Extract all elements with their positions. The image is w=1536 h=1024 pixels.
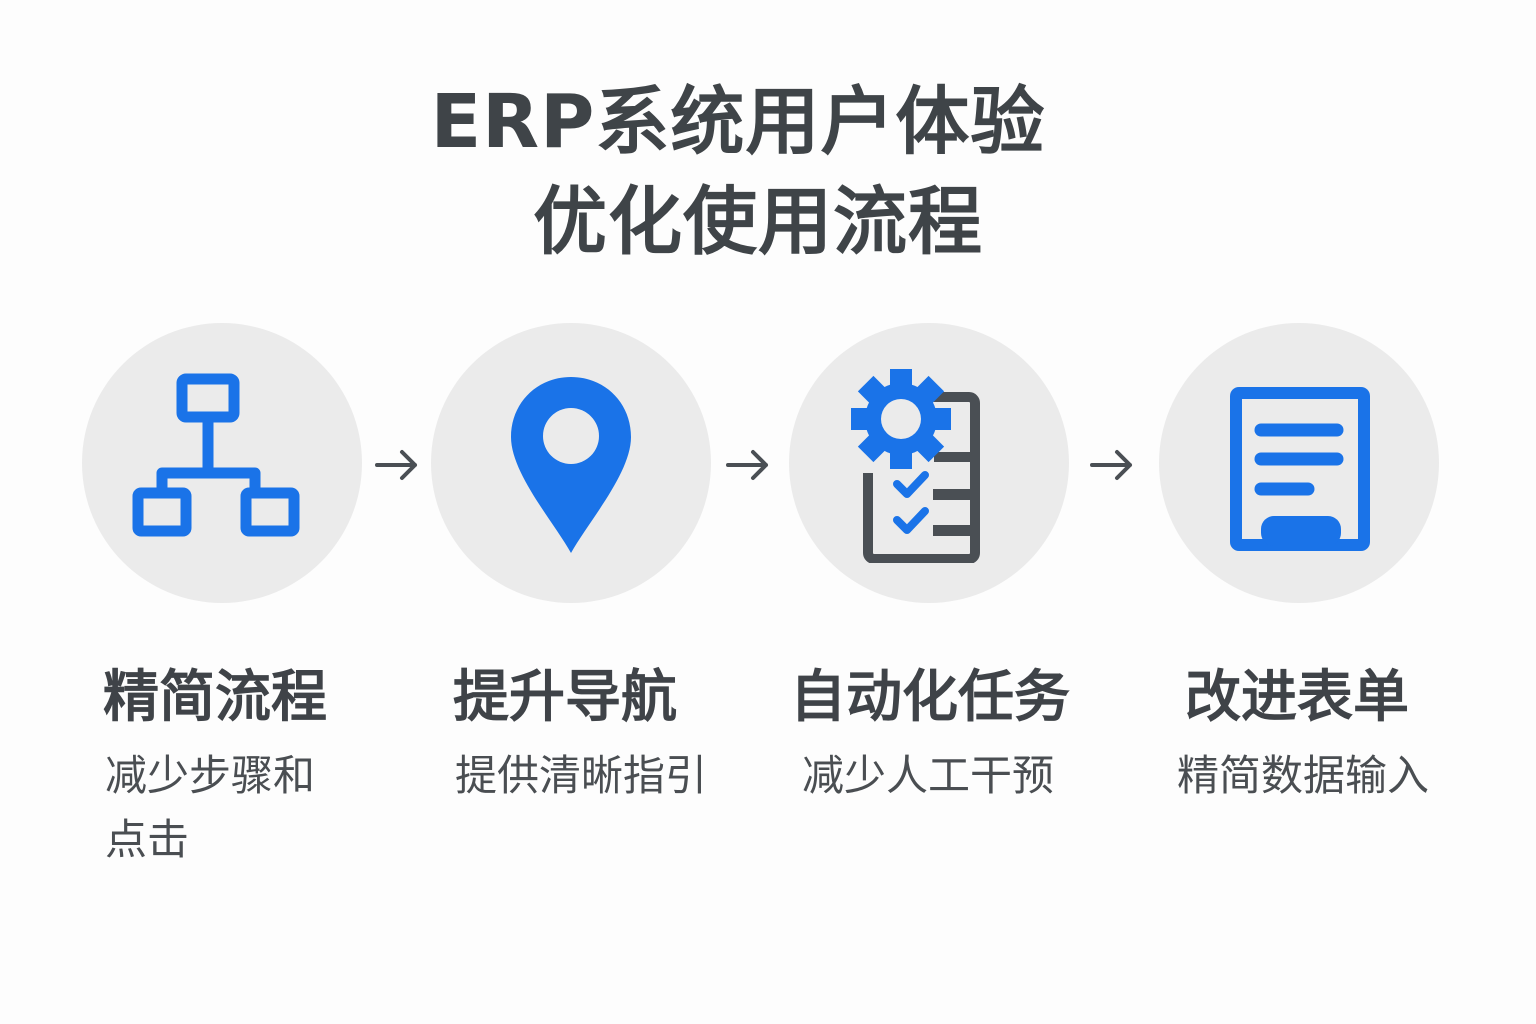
step-4-circle	[1159, 323, 1439, 603]
step-1-title: 精简流程	[103, 665, 327, 730]
location-pin-icon	[511, 377, 631, 553]
step-4-description: 精简数据输入	[1177, 751, 1430, 800]
step-1-description: 减少步骤和点击	[105, 751, 316, 864]
form-document-icon	[1230, 387, 1370, 551]
step-3-circle	[789, 323, 1069, 603]
step-4-title: 改进表单	[1185, 665, 1409, 730]
arrow-right-icon	[726, 450, 768, 480]
arrow-right-icon	[375, 450, 417, 480]
hierarchy-icon	[132, 373, 300, 537]
step-2-title: 提升导航	[453, 665, 677, 730]
gear-checklist-icon	[851, 369, 980, 563]
step-2-circle	[431, 323, 711, 603]
page-title-line-2: 优化使用流程	[533, 179, 983, 265]
step-2-description: 提供清晰指引	[455, 751, 708, 800]
step-1-circle	[82, 323, 362, 603]
page-title-line-1: ERP系统用户体验	[430, 79, 1046, 165]
arrow-right-icon	[1090, 450, 1132, 480]
step-3-title: 自动化任务	[790, 665, 1070, 730]
step-3-description: 减少人工干预	[802, 751, 1055, 800]
